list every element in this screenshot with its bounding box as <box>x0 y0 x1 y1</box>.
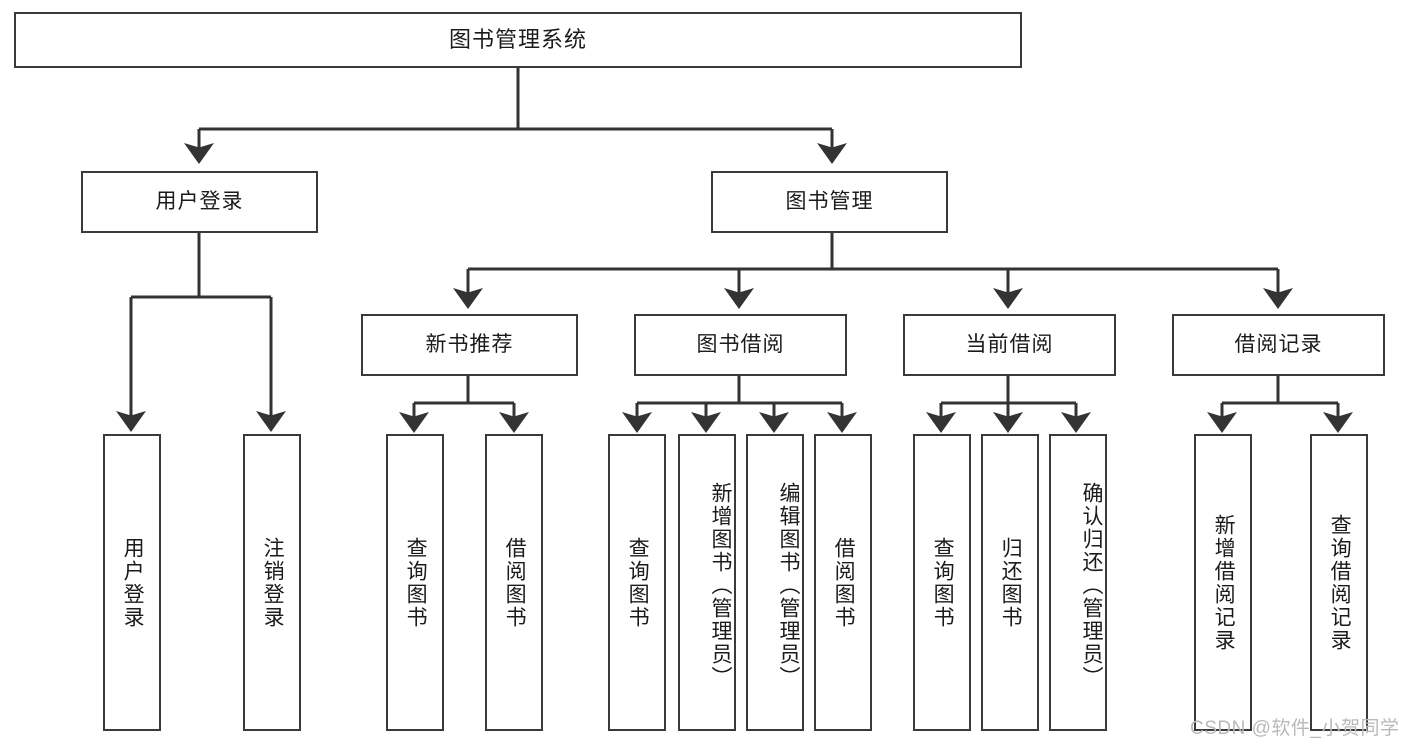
leaf-current-query-book[interactable]: 查询图书 <box>913 434 971 731</box>
node-root[interactable]: 图书管理系统 <box>14 12 1022 68</box>
leaf-record-query-borrow-record[interactable]: 查询借阅记录 <box>1310 434 1368 731</box>
leaf-recommend-query-book[interactable]: 查询图书 <box>386 434 444 731</box>
node-book-management[interactable]: 图书管理 <box>711 171 948 233</box>
leaf-user-logout[interactable]: 注销登录 <box>243 434 301 731</box>
node-current-borrow[interactable]: 当前借阅 <box>903 314 1116 376</box>
node-new-book-recommend[interactable]: 新书推荐 <box>361 314 578 376</box>
leaf-borrow-edit-book-admin[interactable]: 编辑图书（管理员） <box>746 434 804 731</box>
leaf-borrow-borrow-book[interactable]: 借阅图书 <box>814 434 872 731</box>
node-book-borrow[interactable]: 图书借阅 <box>634 314 847 376</box>
leaf-recommend-borrow-book[interactable]: 借阅图书 <box>485 434 543 731</box>
leaf-current-return-book[interactable]: 归还图书 <box>981 434 1039 731</box>
leaf-user-login[interactable]: 用户登录 <box>103 434 161 731</box>
leaf-current-confirm-return-admin[interactable]: 确认归还（管理员） <box>1049 434 1107 731</box>
node-user-login[interactable]: 用户登录 <box>81 171 318 233</box>
leaf-borrow-query-book[interactable]: 查询图书 <box>608 434 666 731</box>
node-borrow-record[interactable]: 借阅记录 <box>1172 314 1385 376</box>
leaf-record-add-borrow-record[interactable]: 新增借阅记录 <box>1194 434 1252 731</box>
watermark: CSDN @软件_小贺同学 <box>1190 718 1400 739</box>
leaf-borrow-add-book-admin[interactable]: 新增图书（管理员） <box>678 434 736 731</box>
